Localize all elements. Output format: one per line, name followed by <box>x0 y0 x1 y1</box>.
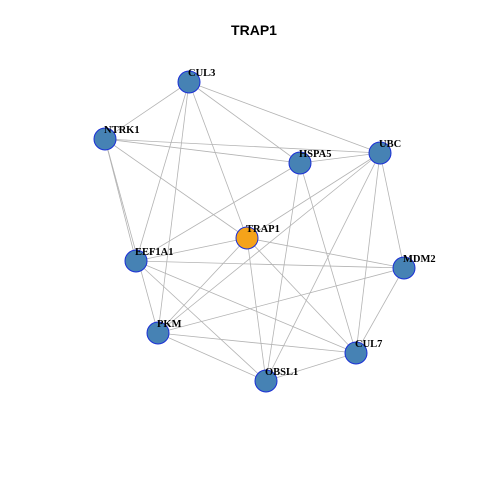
node-label-mdm2: MDM2 <box>403 254 436 265</box>
node-label-trap1: TRAP1 <box>246 224 280 235</box>
edge-mdm2-cul7 <box>355 267 405 354</box>
edge-trap1-cul3 <box>188 81 248 239</box>
node-cul7[interactable] <box>344 341 368 365</box>
edge-mdm2-pkm <box>157 267 405 334</box>
edge-hspa5-ubc <box>299 152 381 164</box>
edge-hspa5-eef1a1 <box>135 162 301 262</box>
edge-trap1-ubc <box>246 152 381 239</box>
node-label-cul3: CUL3 <box>188 68 215 79</box>
edge-cul3-ntrk1 <box>104 81 190 140</box>
edge-cul3-eef1a1 <box>135 81 190 262</box>
edge-eef1a1-mdm2 <box>135 260 405 269</box>
node-eef1a1[interactable] <box>124 249 148 273</box>
edge-cul3-ubc <box>188 81 381 154</box>
edge-cul3-pkm <box>157 81 190 334</box>
nodes-layer <box>93 70 416 393</box>
edge-eef1a1-cul7 <box>135 260 357 354</box>
node-label-hspa5: HSPA5 <box>299 149 331 160</box>
edge-ubc-obsl1 <box>265 152 381 382</box>
node-cul3[interactable] <box>177 70 201 94</box>
node-label-eef1a1: EEF1A1 <box>135 247 174 258</box>
node-ubc[interactable] <box>368 141 392 165</box>
edge-ntrk1-ubc <box>104 138 381 154</box>
node-label-cul7: CUL7 <box>355 339 382 350</box>
node-hspa5[interactable] <box>288 151 312 175</box>
edge-trap1-eef1a1 <box>135 237 248 262</box>
node-obsl1[interactable] <box>254 369 278 393</box>
edge-ubc-pkm <box>157 152 381 334</box>
edge-cul3-hspa5 <box>188 81 301 164</box>
node-label-ubc: UBC <box>379 139 401 150</box>
edge-trap1-obsl1 <box>246 237 267 382</box>
edge-cul7-obsl1 <box>265 352 357 382</box>
edge-ubc-cul7 <box>355 152 381 354</box>
edge-pkm-obsl1 <box>157 332 267 382</box>
edge-hspa5-cul7 <box>299 162 357 354</box>
diagram-title: TRAP1 <box>231 22 277 38</box>
node-mdm2[interactable] <box>392 256 416 280</box>
edge-ntrk1-hspa5 <box>104 138 301 164</box>
node-label-ntrk1: NTRK1 <box>104 125 140 136</box>
edge-pkm-cul7 <box>157 332 357 354</box>
edge-trap1-mdm2 <box>246 237 405 269</box>
node-pkm[interactable] <box>146 321 170 345</box>
edge-trap1-cul7 <box>246 237 357 354</box>
node-trap1[interactable] <box>235 226 259 250</box>
edges-layer <box>104 81 405 382</box>
edge-ntrk1-pkm <box>104 138 159 334</box>
edge-eef1a1-obsl1 <box>135 260 267 382</box>
node-label-pkm: PKM <box>157 319 182 330</box>
node-ntrk1[interactable] <box>93 127 117 151</box>
edge-trap1-pkm <box>157 237 248 334</box>
node-label-obsl1: OBSL1 <box>265 367 298 378</box>
edge-ubc-mdm2 <box>379 152 405 269</box>
